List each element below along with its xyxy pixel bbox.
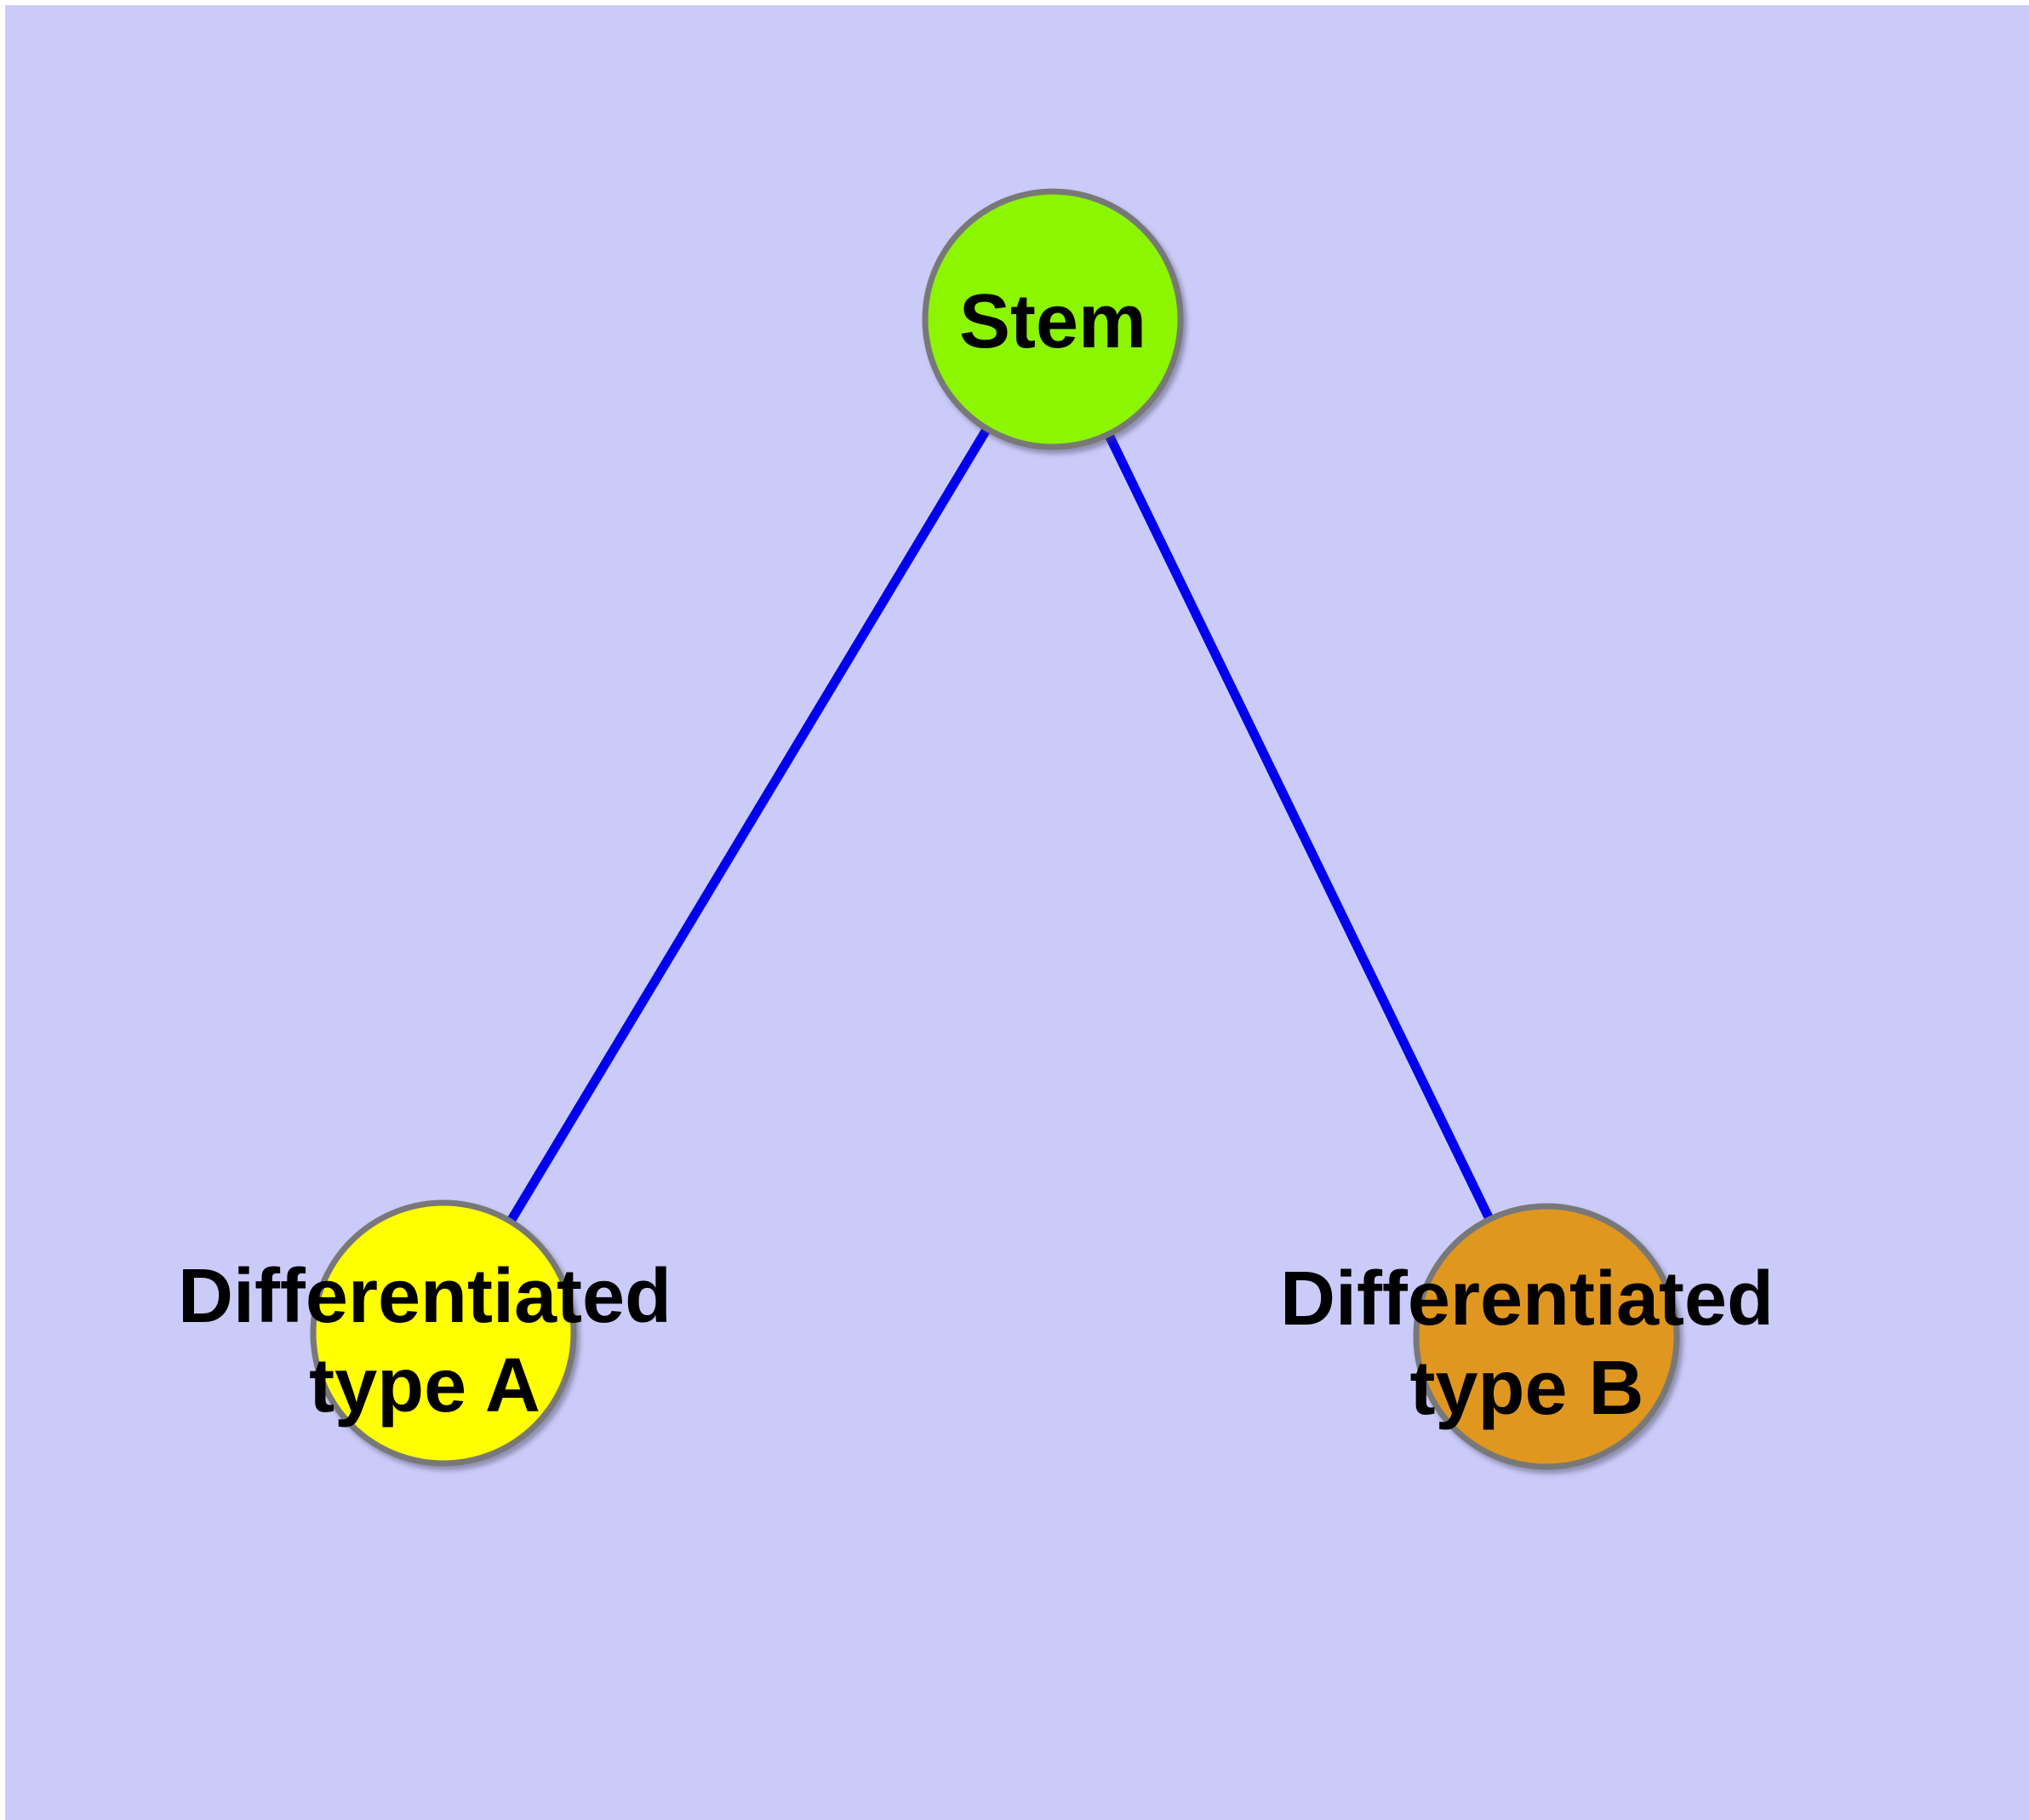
node-type-a-circle bbox=[310, 1199, 577, 1467]
node-type-a-label-line1: Differentiated bbox=[178, 1254, 672, 1339]
edge-stem-to-type-b bbox=[1049, 317, 1551, 1339]
node-type-b-circle bbox=[1413, 1203, 1680, 1470]
diagram-canvas: Stem Differentiated type A Differentiate… bbox=[5, 5, 2029, 1820]
node-stem-circle bbox=[922, 188, 1184, 450]
node-type-b-label-line2: type B bbox=[1409, 1346, 1643, 1431]
node-type-a-label-line2: type A bbox=[309, 1343, 540, 1428]
node-type-b-label-line1: Differentiated bbox=[1280, 1256, 1774, 1342]
edge-stem-to-type-a bbox=[439, 317, 1057, 1336]
node-stem-label: Stem bbox=[959, 279, 1146, 364]
